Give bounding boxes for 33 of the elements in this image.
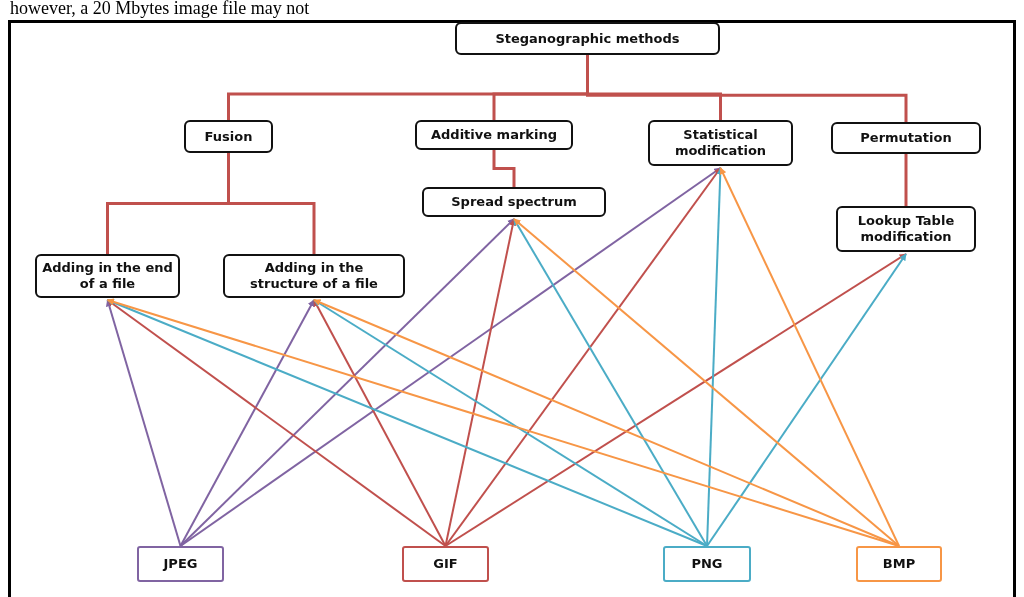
- method-box: Steganographic methods: [455, 22, 720, 55]
- arrow: [706, 253, 907, 547]
- method-box: Fusion: [184, 120, 273, 153]
- file-format-box: PNG: [663, 546, 751, 582]
- method-box: Adding in the end of a file: [35, 254, 180, 298]
- method-box: Spread spectrum: [422, 187, 606, 217]
- arrow: [313, 299, 900, 547]
- arrow: [106, 299, 447, 547]
- arrow: [105, 299, 182, 547]
- connector-line: [586, 55, 908, 122]
- connector-line: [492, 150, 516, 187]
- arrow: [444, 253, 907, 547]
- method-box: Adding in the structure of a file: [223, 254, 405, 298]
- arrow: [513, 218, 708, 547]
- arrow: [313, 299, 447, 547]
- connector-line: [904, 154, 908, 206]
- file-format-box: BMP: [856, 546, 942, 582]
- method-box: Lookup Table modification: [836, 206, 976, 252]
- file-format-box: GIF: [402, 546, 489, 582]
- method-box: Permutation: [831, 122, 981, 154]
- arrow: [444, 218, 517, 547]
- arrow: [179, 299, 315, 547]
- arrow: [706, 167, 724, 547]
- arrow: [313, 299, 708, 547]
- arrow: [513, 218, 900, 547]
- note-text: however, a 20 Mbytes image file may not: [10, 0, 310, 19]
- connector-line: [227, 153, 316, 254]
- arrow: [719, 167, 900, 547]
- method-box: Statistical modification: [648, 120, 793, 166]
- arrow: [179, 167, 722, 547]
- method-box: Additive marking: [415, 120, 573, 150]
- file-format-box: JPEG: [137, 546, 224, 582]
- arrow: [444, 167, 722, 547]
